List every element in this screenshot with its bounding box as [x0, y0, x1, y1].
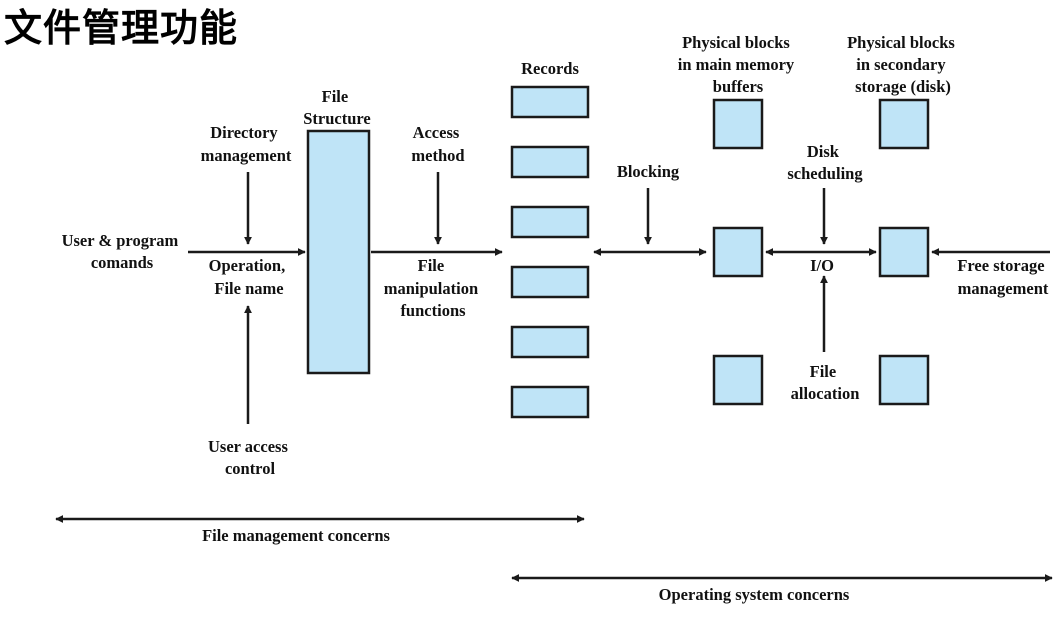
file-structure-box [306, 129, 371, 375]
file-structure-label: File Structure [303, 87, 371, 128]
directory-mgmt-label: Directory management [201, 123, 292, 165]
record-box [510, 85, 590, 119]
io-label: I/O [810, 256, 834, 275]
page-title: 文件管理功能 [4, 6, 239, 50]
physical-secondary-label: Physical blocks in secondary storage (di… [847, 33, 959, 96]
record-box [510, 385, 590, 419]
record-box [510, 265, 590, 299]
file-mgmt-concerns-label: File management concerns [202, 526, 390, 545]
free-storage-label: Free storage management [957, 256, 1049, 298]
physical-main-label: Physical blocks in main memory buffers [678, 33, 799, 96]
disk-scheduling-label: Disk scheduling [787, 142, 863, 183]
record-box [510, 325, 590, 359]
os-concerns-label: Operating system concerns [659, 585, 850, 604]
user-access-label: User access control [208, 437, 292, 478]
main-memory-block [712, 354, 764, 406]
main-memory-blocks [712, 98, 764, 406]
record-box [510, 145, 590, 179]
main-memory-block [712, 226, 764, 278]
operation-label: Operation, File name [209, 256, 290, 298]
secondary-storage-block [878, 354, 930, 406]
secondary-storage-block [878, 98, 930, 150]
secondary-storage-block [878, 226, 930, 278]
blocking-label: Blocking [617, 162, 680, 181]
records-stack [510, 85, 590, 419]
file-allocation-label: File allocation [791, 362, 860, 403]
access-method-label: Access method [411, 123, 464, 165]
main-memory-block [712, 98, 764, 150]
file-manipulation-label: File manipulation functions [384, 256, 483, 320]
secondary-storage-blocks [878, 98, 930, 406]
user-program-label: User & program comands [62, 231, 183, 272]
record-box [510, 205, 590, 239]
records-label: Records [521, 59, 579, 78]
